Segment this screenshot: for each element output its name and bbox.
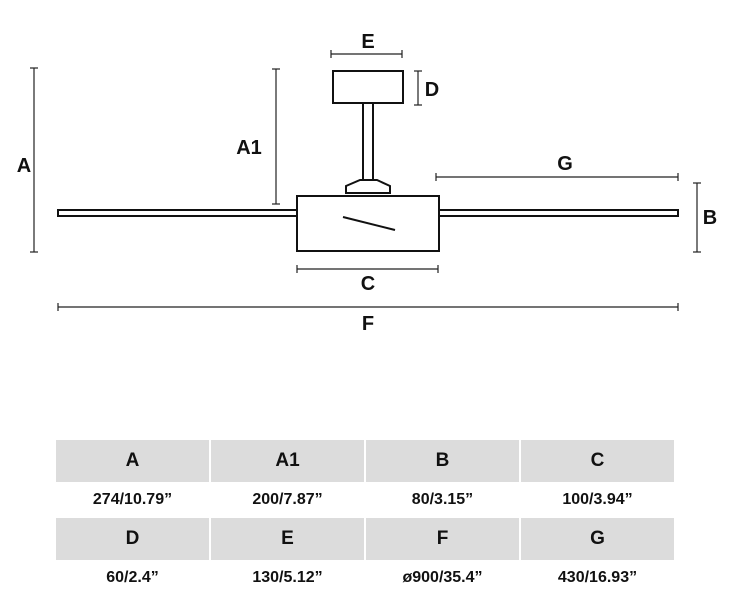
header-cell: A [56,440,209,482]
header-cell: E [211,518,364,560]
label-a: A [17,155,31,177]
value-cell: ø900/35.4” [402,569,483,586]
dimension-f: F [57,303,679,335]
value-cell: 60/2.4” [106,569,159,586]
label-e: E [361,31,374,53]
dimension-d: D [414,70,439,106]
blade-left [57,209,299,217]
header-cell: D [56,518,209,560]
header-cell: G [521,518,674,560]
label-b: B [703,207,717,229]
dimension-a: A [17,67,38,253]
dimension-c: C [296,265,439,295]
header-cell: A1 [211,440,364,482]
label-g: G [557,153,573,175]
mount-canopy [332,70,404,104]
value-cell: 200/7.87” [252,491,323,508]
header-cell: B [366,440,519,482]
label-c: C [361,273,375,295]
value-cell: 274/10.79” [92,491,173,508]
value-cell: 80/3.15” [411,491,474,508]
table-row: 60/2.4” 130/5.12” ø900/35.4” 430/16.93” [56,560,675,596]
label-d: D [425,79,439,101]
value-cell: 430/16.93” [557,569,638,586]
dimension-g: G [435,153,679,181]
blade-right [437,209,679,217]
downrod [362,102,374,182]
table-header-row: D E F G [56,518,675,560]
label-a1: A1 [236,137,262,159]
header-cell: C [521,440,674,482]
dimensions-table: A A1 B C 274/10.79” 200/7.87” 80/3.15” 1… [56,440,675,596]
dimension-b: B [693,182,717,253]
value-cell: 100/3.94” [562,491,633,508]
table-row: 274/10.79” 200/7.87” 80/3.15” 100/3.94” [56,482,675,518]
dimension-a1: A1 [236,68,280,205]
table-header-row: A A1 B C [56,440,675,482]
housing-mark [342,216,396,231]
fan-dimension-drawing: A A1 E D G B C [17,31,717,335]
header-cell: F [366,518,519,560]
value-cell: 130/5.12” [252,569,323,586]
label-f: F [362,313,374,335]
dimension-e: E [330,31,403,58]
motor-collar [345,179,391,194]
